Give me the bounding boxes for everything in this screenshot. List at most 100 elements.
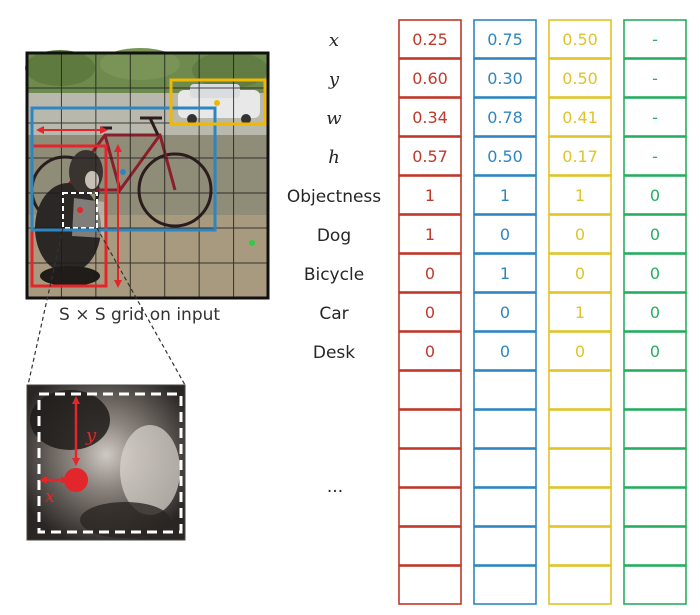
- vector-cell: [548, 526, 612, 566]
- center-cell: [62, 192, 98, 229]
- vector-value: 0.25: [412, 30, 448, 49]
- vector-value: 0: [650, 225, 660, 244]
- car-center-dot: [214, 100, 220, 106]
- vector-cell: [548, 370, 612, 410]
- vector-cell: [623, 136, 687, 176]
- vector-cell: [398, 253, 462, 293]
- vector-value: -: [652, 147, 658, 166]
- row-label: y: [328, 69, 340, 90]
- vector-cell: [623, 448, 687, 488]
- vector-cell: [473, 370, 537, 410]
- row-label: Objectness: [287, 187, 381, 207]
- vector-value: 0: [650, 264, 660, 283]
- dog-center-dot: [77, 207, 83, 213]
- vector-value: 0.50: [487, 147, 523, 166]
- vector-value: 0: [575, 225, 585, 244]
- vector-cell: [398, 136, 462, 176]
- row-label: Desk: [313, 343, 355, 363]
- vector-cell: [473, 136, 537, 176]
- vector-cell: [473, 448, 537, 488]
- vector-cell: [398, 292, 462, 332]
- vector-value: 0.17: [562, 147, 598, 166]
- vector-value: 1: [575, 303, 585, 322]
- vector-cell: [473, 331, 537, 371]
- input-image: [25, 48, 270, 300]
- vector-cell: [548, 565, 612, 605]
- vector-cell: [548, 253, 612, 293]
- zoom-y-label: y: [85, 425, 97, 446]
- ellipsis: ...: [327, 477, 343, 497]
- vector-cell: [398, 175, 462, 215]
- vector-cell: [548, 409, 612, 449]
- vector-cell: [473, 175, 537, 215]
- row-label: w: [326, 108, 342, 129]
- row-label: Car: [319, 304, 348, 324]
- vector-value: 0.75: [487, 30, 523, 49]
- vector-cell: [398, 19, 462, 59]
- vector-value: 1: [575, 186, 585, 205]
- row-label: Bicycle: [304, 265, 364, 285]
- desk-cell-dot: [249, 240, 255, 246]
- vector-cell: [473, 292, 537, 332]
- vector-cell: [398, 214, 462, 254]
- zoom-center-dot: [64, 468, 88, 492]
- row-label: x: [329, 30, 339, 51]
- vector-cell: [623, 19, 687, 59]
- vector-value: -: [652, 108, 658, 127]
- vector-cell: [398, 487, 462, 527]
- vector-cell: [398, 565, 462, 605]
- vector-cell: [623, 253, 687, 293]
- vector-cell: [473, 214, 537, 254]
- vector-value: 0.30: [487, 69, 523, 88]
- vector-cell: [473, 409, 537, 449]
- vector-cell: [548, 292, 612, 332]
- vector-cell: [548, 487, 612, 527]
- vector-value: 0: [500, 225, 510, 244]
- vector-cell: [398, 370, 462, 410]
- vector-cell: [623, 331, 687, 371]
- vector-value: 0: [650, 303, 660, 322]
- bicycle-center-dot: [120, 169, 126, 175]
- vector-value: 0: [575, 342, 585, 361]
- vector-value: 0.41: [562, 108, 598, 127]
- vector-value: 0.78: [487, 108, 523, 127]
- vector-cell: [623, 565, 687, 605]
- vector-cell: [473, 58, 537, 98]
- vector-cell: [473, 526, 537, 566]
- vector-cell: [548, 175, 612, 215]
- vector-cell: [398, 331, 462, 371]
- vector-value: 0.50: [562, 30, 598, 49]
- vector-value: 1: [500, 186, 510, 205]
- vector-cell: [398, 58, 462, 98]
- vector-value: -: [652, 30, 658, 49]
- vector-cell: [623, 409, 687, 449]
- vector-value: 1: [425, 186, 435, 205]
- vector-value: 0.57: [412, 147, 448, 166]
- vector-value: 1: [500, 264, 510, 283]
- row-label: h: [328, 147, 340, 168]
- row-label: Dog: [317, 226, 351, 246]
- vector-cell: [548, 448, 612, 488]
- vector-cell: [473, 487, 537, 527]
- vector-cell: [548, 19, 612, 59]
- vector-cell: [623, 58, 687, 98]
- vector-cell: [473, 19, 537, 59]
- vector-cell: [473, 565, 537, 605]
- output-vectors: 0.250.600.340.57110000.750.300.780.50101…: [398, 19, 687, 605]
- grid-caption: S × S grid on input: [59, 305, 220, 325]
- vector-value: 0.50: [562, 69, 598, 88]
- vector-cell: [623, 526, 687, 566]
- vector-cell: [548, 136, 612, 176]
- vector-value: 1: [425, 225, 435, 244]
- vector-cell: [548, 58, 612, 98]
- vector-cell: [473, 97, 537, 137]
- vector-cell: [548, 214, 612, 254]
- vector-value: 0: [425, 303, 435, 322]
- vector-cell: [398, 526, 462, 566]
